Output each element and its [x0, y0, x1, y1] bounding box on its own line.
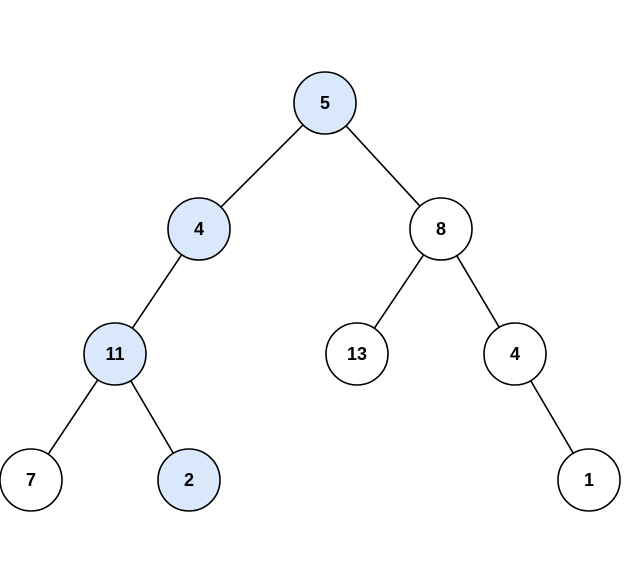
tree-node-n4-right: 4	[483, 322, 547, 386]
tree-node-value: 1	[584, 470, 594, 490]
tree-node-circle	[325, 322, 389, 386]
tree-node-n13: 13	[325, 322, 389, 386]
tree-edge-n4-to-n11	[131, 254, 183, 329]
tree-edges	[47, 124, 574, 455]
tree-edge-n8-to-n4-right	[456, 255, 500, 328]
tree-node-circle	[557, 448, 621, 512]
tree-node-n5: 5	[293, 71, 357, 135]
tree-node-n4: 4	[167, 197, 231, 261]
tree-edge-n11-to-n7	[47, 379, 99, 455]
tree-node-value: 7	[26, 470, 36, 490]
tree-node-circle	[83, 322, 147, 386]
tree-node-n11: 11	[83, 322, 147, 386]
tree-edge-n5-to-n8	[345, 125, 421, 207]
tree-nodes: 5 4 8 11 13 4 7 2 1	[0, 71, 621, 512]
tree-node-value: 4	[194, 219, 204, 239]
tree-edge-n5-to-n4	[220, 124, 304, 208]
tree-node-circle	[167, 197, 231, 261]
tree-node-value: 4	[510, 344, 520, 364]
tree-node-value: 11	[105, 344, 124, 364]
tree-node-value: 5	[320, 93, 330, 113]
tree-node-n2: 2	[157, 448, 221, 512]
tree-edge-n4-right-to-n1	[530, 380, 574, 454]
tree-node-n7: 7	[0, 448, 63, 512]
tree-node-value: 8	[436, 219, 446, 239]
tree-edge-n11-to-n2	[130, 380, 174, 454]
tree-node-circle	[409, 197, 473, 261]
tree-node-circle	[483, 322, 547, 386]
tree-node-circle	[293, 71, 357, 135]
tree-edge-n8-to-n13	[373, 254, 425, 329]
tree-node-value: 2	[184, 470, 194, 490]
tree-node-n8: 8	[409, 197, 473, 261]
tree-node-circle	[157, 448, 221, 512]
tree-node-value: 13	[347, 344, 367, 364]
tree-node-circle	[0, 448, 63, 512]
tree-node-n1: 1	[557, 448, 621, 512]
